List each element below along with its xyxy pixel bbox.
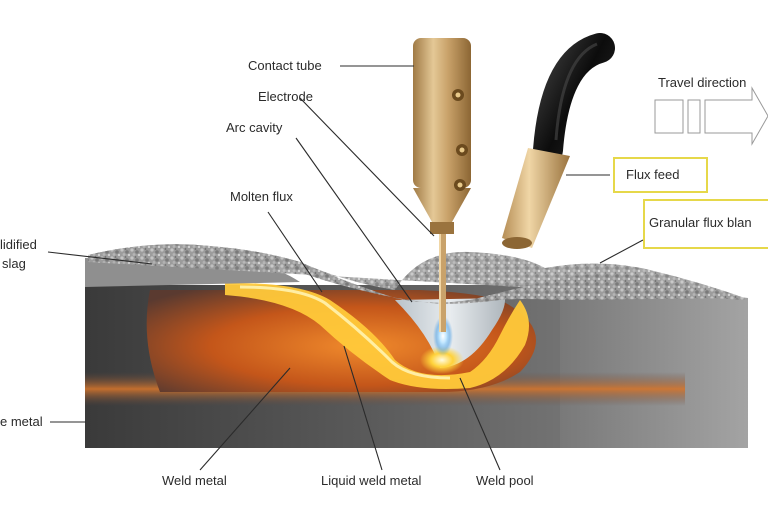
flux-blanket-top xyxy=(88,244,745,300)
label-electrode: Electrode xyxy=(258,89,313,104)
label-base-metal: e metal xyxy=(0,414,43,429)
leader-lines xyxy=(47,65,644,471)
flux-feed-hose xyxy=(533,33,615,165)
label-flux-feed: Flux feed xyxy=(626,167,680,182)
label-molten-flux: Molten flux xyxy=(230,189,293,204)
weld-zone xyxy=(146,282,536,392)
contact-tube xyxy=(413,38,471,234)
flux-feed-highlight-box xyxy=(613,157,708,193)
label-weld-metal: Weld metal xyxy=(162,473,227,488)
label-slag: slag xyxy=(2,256,26,271)
label-arc-cavity: Arc cavity xyxy=(226,120,283,135)
electrode-wire xyxy=(439,234,446,332)
label-travel-direction: Travel direction xyxy=(658,75,747,90)
label-contact-tube: Contact tube xyxy=(248,58,322,73)
contact-tube-screws xyxy=(452,89,468,191)
travel-direction-arrow-icon xyxy=(654,86,768,146)
granular-flux-highlight-box xyxy=(643,199,768,249)
label-liquid-weld-metal: Liquid weld metal xyxy=(321,473,422,488)
label-granular-flux-blanket: Granular flux blan xyxy=(649,215,752,230)
label-weld-pool: Weld pool xyxy=(476,473,534,488)
flux-feed-nozzle xyxy=(502,148,570,249)
label-solidified: lidified xyxy=(0,237,37,252)
